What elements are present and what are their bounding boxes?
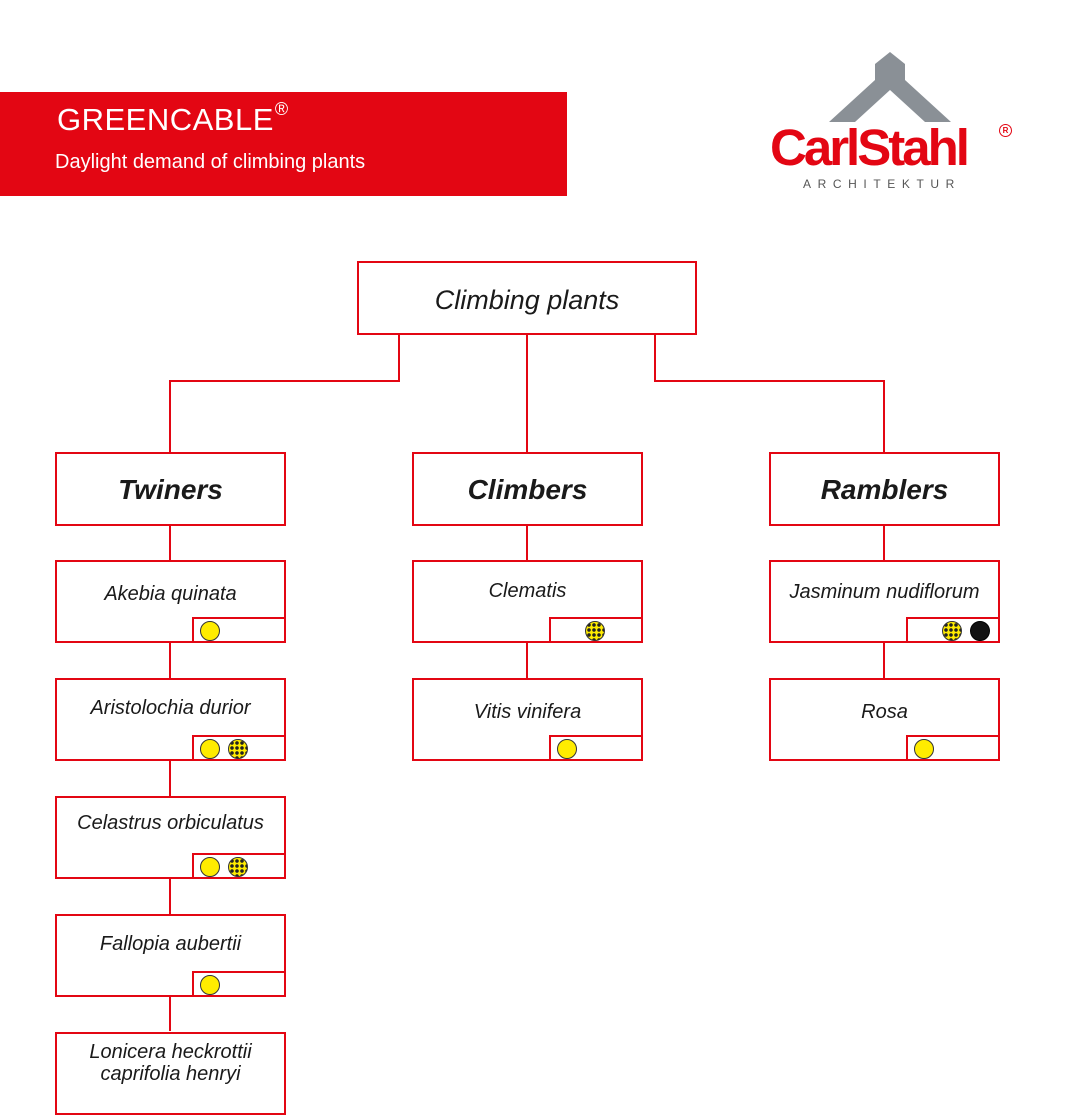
plant-name: Lonicera heckrottii bbox=[89, 1041, 252, 1063]
header-title: GREENCABLE® bbox=[57, 98, 289, 137]
root-node: Climbing plants bbox=[357, 261, 697, 335]
half-shade-icon bbox=[585, 621, 605, 641]
plant-name: Vitis vinifera bbox=[473, 701, 582, 723]
registered-mark: ® bbox=[274, 98, 289, 119]
carl-stahl-logo: CarlStahl R ARCHITEKTUR bbox=[765, 50, 1025, 200]
light-demand-tag bbox=[192, 735, 286, 761]
plant-node: Akebia quinata bbox=[55, 560, 286, 643]
plant-name: Fallopia aubertii bbox=[99, 933, 242, 955]
light-demand-tag bbox=[192, 971, 286, 997]
plant-name: Rosa bbox=[861, 701, 908, 723]
category-label: Ramblers bbox=[820, 474, 949, 505]
header-banner: GREENCABLE® Daylight demand of climbing … bbox=[0, 92, 567, 196]
plant-name: Clematis bbox=[488, 580, 567, 602]
sun-icon bbox=[200, 975, 220, 995]
root-label: Climbing plants bbox=[434, 285, 620, 315]
roof-icon bbox=[829, 52, 951, 122]
shade-icon bbox=[970, 621, 990, 641]
plant-name: Aristolochia durior bbox=[90, 697, 251, 719]
plant-name-line-2: caprifolia henryi bbox=[100, 1063, 241, 1085]
sun-icon bbox=[914, 739, 934, 759]
plant-node: Clematis bbox=[412, 560, 643, 643]
logo-brand: CarlStahl bbox=[770, 119, 970, 176]
plant-node: Jasminum nudiflorum bbox=[769, 560, 1000, 643]
plant-node: Lonicera heckrottii caprifolia henryi bbox=[55, 1032, 286, 1115]
connector-root-ramblers bbox=[654, 335, 885, 452]
plant-name: Jasminum nudiflorum bbox=[789, 581, 980, 603]
category-climbers: Climbers bbox=[412, 452, 643, 526]
plant-node: Fallopia aubertii bbox=[55, 914, 286, 997]
logo-registered-mark: R bbox=[999, 124, 1012, 137]
light-demand-tag bbox=[906, 735, 1000, 761]
category-ramblers: Ramblers bbox=[769, 452, 1000, 526]
light-demand-tag bbox=[192, 617, 286, 643]
plant-name: Akebia quinata bbox=[104, 583, 237, 605]
plant-node: Vitis vinifera bbox=[412, 678, 643, 761]
plant-node: Rosa bbox=[769, 678, 1000, 761]
sun-icon bbox=[557, 739, 577, 759]
logo-division: ARCHITEKTUR bbox=[803, 177, 961, 191]
category-twiners: Twiners bbox=[55, 452, 286, 526]
category-label: Climbers bbox=[467, 474, 588, 505]
half-shade-icon bbox=[228, 739, 248, 759]
plant-node: Celastrus orbiculatus bbox=[55, 796, 286, 879]
light-demand-tag bbox=[906, 617, 1000, 643]
connector-root-twiners bbox=[169, 335, 400, 452]
light-demand-tag bbox=[192, 853, 286, 879]
sun-icon bbox=[200, 621, 220, 641]
plant-name: Celastrus orbiculatus bbox=[77, 812, 264, 834]
plant-node: Aristolochia durior bbox=[55, 678, 286, 761]
light-demand-tag bbox=[549, 617, 643, 643]
sun-icon bbox=[200, 857, 220, 877]
category-label: Twiners bbox=[118, 474, 223, 505]
sun-icon bbox=[200, 739, 220, 759]
header-subtitle: Daylight demand of climbing plants bbox=[55, 151, 366, 173]
light-demand-tag bbox=[549, 735, 643, 761]
half-shade-icon bbox=[942, 621, 962, 641]
half-shade-icon bbox=[228, 857, 248, 877]
